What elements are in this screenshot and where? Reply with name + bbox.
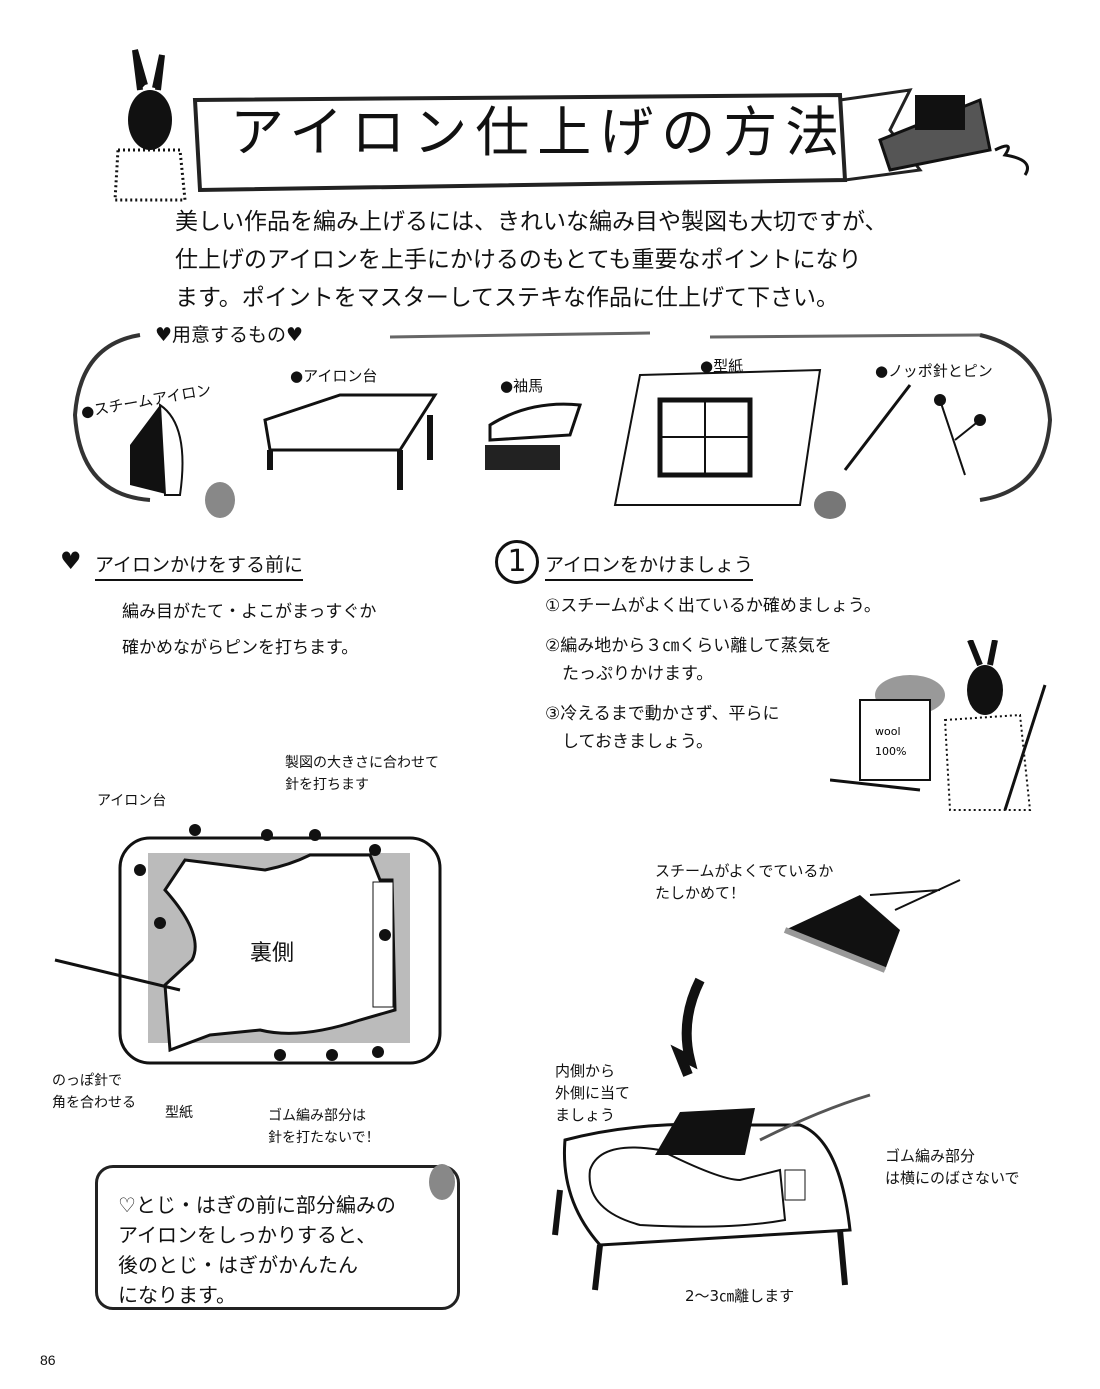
needle-callout: のっぽ針で角を合わせる (52, 1073, 136, 1111)
pin-heads-icon (134, 824, 391, 1061)
step-item: たっぷりかけます。 (545, 664, 714, 684)
rabbit-with-yarn-icon: wool 100% (830, 640, 1047, 811)
supplies-frame (72, 331, 1053, 519)
long-needle-icon (54, 958, 181, 992)
supplies-heading: ♥用意するもの♥ (155, 324, 304, 346)
pins-callout: 製図の大きさに合わせて針を打ちます (285, 755, 439, 793)
page-title: アイロン仕上げの方法 (230, 101, 848, 164)
step-item: しておきましょう。 (545, 732, 713, 752)
step-item: ③冷えるまで動かさず、平らに (545, 704, 780, 724)
yarn-label-text: wool (875, 725, 901, 738)
supply-label: ●袖馬 (500, 377, 544, 395)
ironing-board-icon (263, 393, 438, 490)
before-text: 編み目がたて・よこがまっすぐか 確かめながらピンを打ちます。 (122, 594, 376, 666)
step-item: ①スチームがよく出ているか確めましょう。 (545, 596, 881, 616)
pattern-callout: 型紙 (165, 1105, 193, 1121)
steam-check-callout: スチームがよくでているかたしかめて！ (655, 862, 834, 902)
steam-iron-icon (130, 403, 184, 496)
text-line: 確かめながらピンを打ちます。 (122, 638, 359, 658)
intro-line: ます。ポイントをマスターしてステキな作品に仕上げて下さい。 (175, 285, 840, 311)
ribbing-callout: ゴム編み部分は針を打たないで！ (268, 1108, 380, 1146)
heart-icon: ♥ (60, 547, 82, 575)
iron-on-board-icon (655, 1108, 755, 1155)
pinning-diagram (54, 824, 442, 1065)
arrow-down-icon (670, 977, 705, 1077)
tip-box: ♡とじ・はぎの前に部分編みの アイロンをしっかりすると、 後のとじ・はぎがかんた… (95, 1165, 460, 1310)
title-banner-art (113, 49, 1029, 202)
step1-heading: アイロンをかけましょう (545, 550, 754, 581)
tip-line: になります。 (118, 1283, 236, 1307)
pattern-paper-icon (613, 368, 822, 506)
needle-and-pins-icon (843, 384, 986, 476)
intro-text: 美しい作品を編み上げるには、きれいな編み目や製図も大切ですが、 仕上げのアイロン… (175, 203, 955, 317)
distance-note: 2〜3㎝離します (685, 1287, 795, 1305)
step-item: ②編み地から３㎝くらい離して蒸気を (545, 636, 832, 656)
supply-label: ●アイロン台 (290, 367, 378, 385)
ironing-board-callout: アイロン台 (97, 793, 167, 809)
step1-list: ①スチームがよく出ているか確めましょう。 ②編み地から３㎝くらい離して蒸気を た… (545, 592, 881, 756)
intro-line: 美しい作品を編み上げるには、きれいな編み目や製図も大切ですが、 (175, 209, 888, 235)
text-line: 編み目がたて・よこがまっすぐか (122, 602, 377, 622)
tip-line: ♡とじ・はぎの前に部分編みの (118, 1193, 396, 1217)
yarn-ball-icon (429, 1164, 455, 1200)
wrong-side-label: 裏側 (250, 941, 295, 966)
rabbit-illustration-icon (113, 49, 187, 202)
before-heading: アイロンかけをする前に (95, 550, 304, 581)
ironing-board-icon (552, 1122, 852, 1291)
yarn-label-text: 100% (875, 745, 906, 758)
step-number-badge: 1 (495, 540, 539, 584)
tip-line: アイロンをしっかりすると、 (118, 1223, 377, 1247)
yarn-ball-icon (205, 482, 846, 519)
intro-line: 仕上げのアイロンを上手にかけるのもとても重要なポイントになり (175, 247, 862, 273)
inside-out-callout: 内側から外側に当てましょう (555, 1062, 631, 1124)
steam-ironing-diagram (552, 879, 961, 1291)
tip-line: 後のとじ・はぎがかんたん (118, 1253, 358, 1277)
page-number: 86 (40, 1352, 56, 1368)
steam-iron-icon (783, 879, 961, 973)
ribbing-note: ゴム編み部分は横にのばさないで (885, 1147, 1020, 1187)
iron-icon (878, 95, 1029, 176)
supply-label: ●型紙 (700, 357, 744, 375)
supply-label: ●ノッポ針とピン (875, 362, 993, 380)
sleeve-board-icon (485, 402, 583, 470)
